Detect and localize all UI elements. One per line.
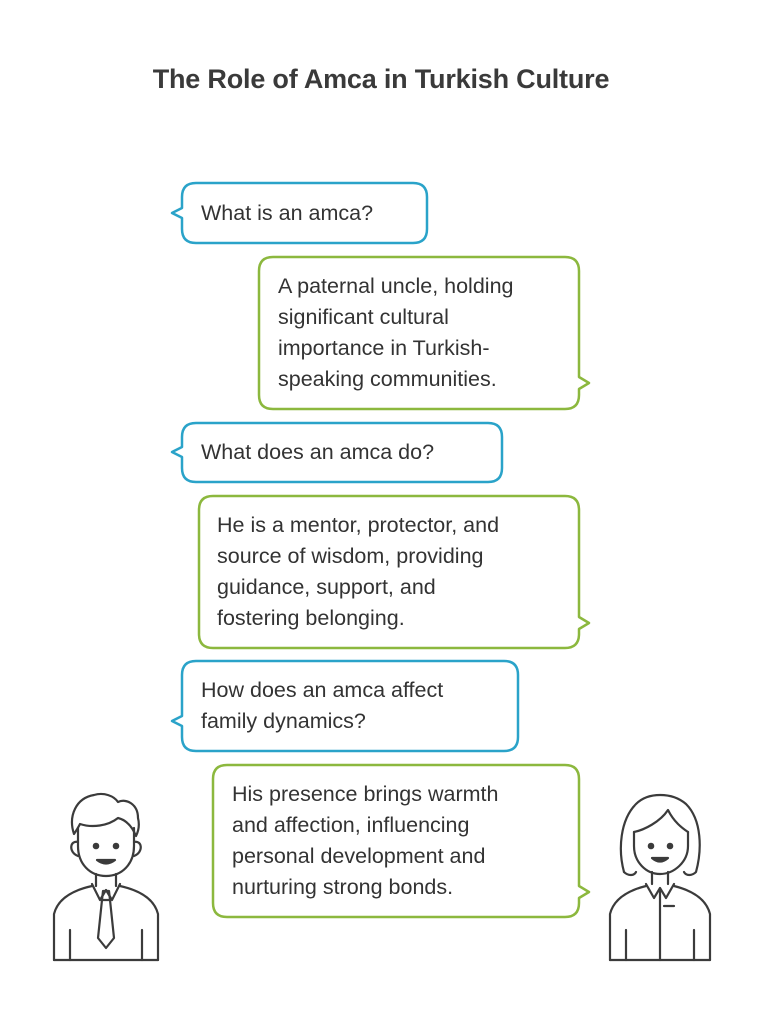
- question-bubble-1: [170, 181, 429, 245]
- question-bubble-2: [170, 421, 504, 484]
- man-with-tie-icon: [52, 792, 160, 962]
- question-text-1: What is an amca?: [201, 201, 374, 225]
- answer-text-2: He is a mentor, protector, and source of…: [217, 513, 500, 630]
- woman-icon: [608, 793, 712, 962]
- answer-text-3: His presence brings warmth and affection…: [232, 782, 499, 899]
- diagram-title: The Role of Amca in Turkish Culture: [152, 64, 610, 94]
- question-text-2: What does an amca do?: [201, 440, 435, 464]
- answer-text-1: A paternal uncle, holding significant cu…: [278, 274, 514, 391]
- answer-bubble-1: [257, 255, 591, 411]
- question-text-3: How does an amca affect family dynamics?: [201, 678, 444, 733]
- question-bubble-3: [170, 659, 520, 753]
- answer-bubble-2: [197, 494, 591, 650]
- answer-bubble-3: [211, 763, 591, 919]
